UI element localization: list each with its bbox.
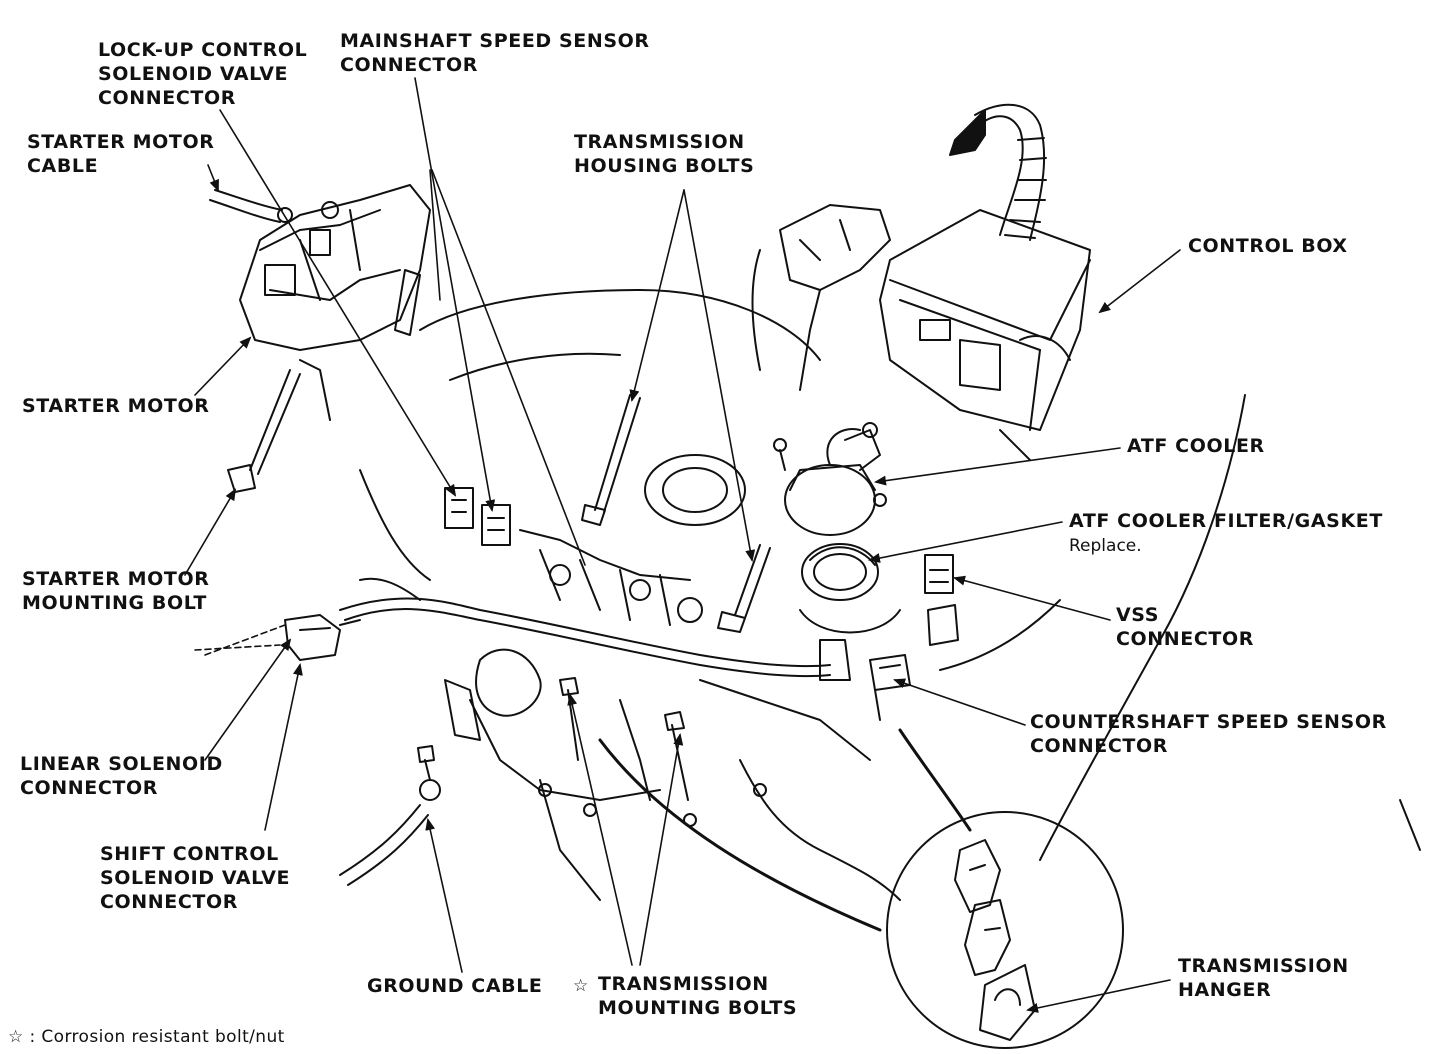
transmission-case-shape [359, 289, 901, 901]
leader-mounting-bolt-1 [567, 693, 633, 966]
legend-text: : Corrosion resistant bolt/nut [29, 1027, 285, 1047]
leader-countershaft [893, 678, 1026, 726]
lockup-connector-shape [444, 487, 474, 529]
leader-atf-filter [868, 521, 1063, 563]
ground-cable-shape [339, 745, 441, 886]
legend: ☆ : Corrosion resistant bolt/nut [8, 1027, 285, 1047]
hanger-cable-shape [898, 728, 972, 832]
control-box-cable-shape [974, 103, 1047, 241]
leader-vss [953, 575, 1111, 621]
leader-shift-control [264, 663, 303, 831]
legend-star-icon: ☆ [8, 1027, 24, 1047]
mounting-bolts-label: TRANSMISSION MOUNTING BOLTS [598, 973, 798, 1019]
leader-linear-solenoid [204, 638, 292, 761]
housing-bolt-shape-2 [717, 544, 771, 633]
leader-starter-motor [194, 336, 252, 396]
atf-filter-note: Replace. [1069, 536, 1142, 556]
leader-mainshaft [414, 77, 496, 512]
linear-solenoid-connector-shape [284, 614, 361, 661]
starter-bolt-label: STARTER MOTOR MOUNTING BOLT [22, 568, 210, 614]
starter-bolt-shape [227, 369, 301, 493]
shift-control-label: SHIFT CONTROL SOLENOID VALVE CONNECTOR [100, 843, 291, 913]
wire-harness-shape [339, 577, 851, 681]
atf-cooler-label: ATF COOLER [1127, 435, 1265, 457]
mainshaft-sensor-label: MAINSHAFT SPEED SENSOR CONNECTOR [340, 30, 650, 76]
countershaft-connector-shape [869, 654, 911, 721]
countershaft-sensor-label: COUNTERSHAFT SPEED SENSOR CONNECTOR [1030, 711, 1387, 757]
starter-motor-shape [239, 184, 431, 421]
control-box-label: CONTROL BOX [1188, 235, 1348, 257]
leader-control-box [1098, 249, 1181, 314]
mainshaft-connector-shape [481, 504, 511, 546]
starter-cable-label: STARTER MOTOR CABLE [27, 131, 215, 177]
leader-mounting-bolt-2 [639, 733, 684, 966]
leader-starter-bolt [184, 488, 237, 576]
control-box-cable-arrow [949, 109, 986, 156]
cutaway-boundary-shape [1039, 394, 1246, 861]
leader-housing-bolt-1 [629, 189, 685, 402]
leader-starter-cable [207, 164, 219, 192]
lockup-solenoid-label: LOCK-UP CONTROL SOLENOID VALVE CONNECTOR [98, 39, 308, 109]
linear-solenoid-label: LINEAR SOLENOID CONNECTOR [20, 753, 223, 799]
leader-ground-cable [425, 818, 463, 973]
starter-motor-label: STARTER MOTOR [22, 395, 210, 417]
housing-bolt-shape-1 [581, 394, 641, 526]
hanger-label: TRANSMISSION HANGER [1178, 955, 1349, 1001]
ground-cable-label: GROUND CABLE [367, 975, 543, 997]
atf-filter-label: ATF COOLER FILTER/GASKET [1069, 510, 1383, 532]
leader-hanger [1026, 979, 1171, 1013]
leader-housing-bolt-2 [683, 189, 756, 562]
hanger-inset-shape [886, 811, 1124, 1049]
starter-cable-shape [209, 199, 281, 223]
housing-bolts-label: TRANSMISSION HOUSING BOLTS [574, 131, 755, 177]
leader-lockup [219, 109, 457, 497]
corrosion-star-icon: ☆ [573, 976, 589, 996]
control-box-shape [751, 204, 1091, 431]
atf-cooler-shape [773, 422, 887, 536]
leader-atf-cooler [874, 447, 1121, 486]
vss-connector-shape [924, 554, 959, 646]
leader-lines [184, 77, 1181, 1013]
vss-connector-label: VSS CONNECTOR [1116, 604, 1254, 650]
